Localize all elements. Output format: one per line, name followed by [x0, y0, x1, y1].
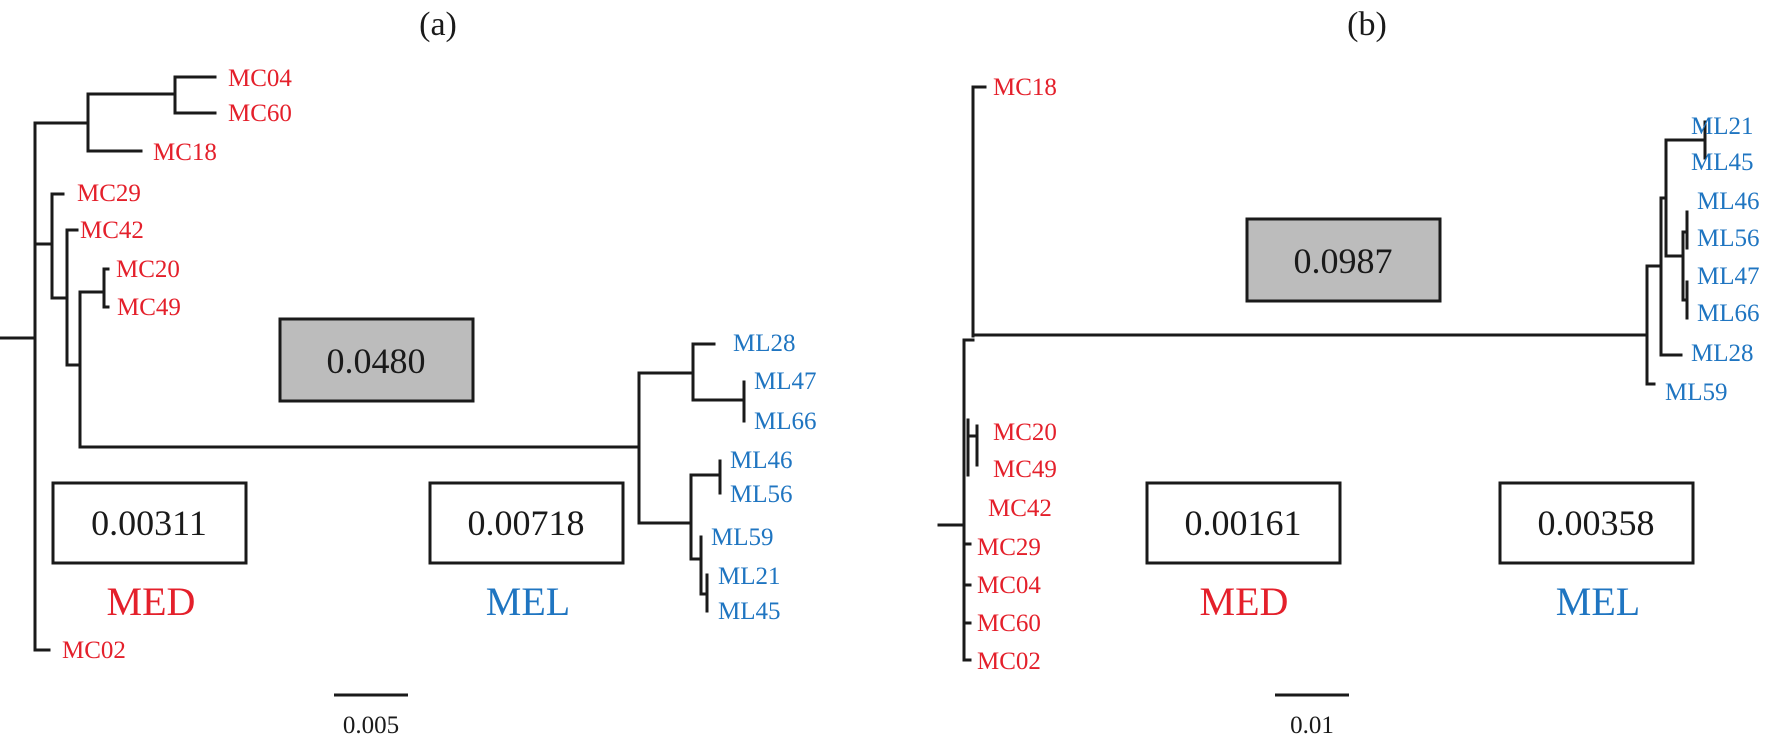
- panel-a: (a): [0, 6, 817, 739]
- tip-label: ML66: [754, 408, 817, 435]
- tip-label: MC18: [153, 139, 217, 166]
- group-label-mel: MEL: [486, 579, 570, 624]
- panel-a-mel-labels: ML28 ML47 ML66 ML46 ML56 ML59 ML21 ML45: [711, 330, 817, 625]
- distance-value: 0.00161: [1185, 503, 1302, 543]
- panel-b-mel-within-box: 0.00358: [1498, 481, 1695, 565]
- tip-label: MC42: [988, 495, 1052, 522]
- tip-label: MC02: [62, 637, 126, 664]
- tip-label: ML46: [730, 447, 793, 474]
- scale-label: 0.01: [1290, 712, 1334, 739]
- tip-label: MC49: [117, 294, 181, 321]
- group-label-mel: MEL: [1556, 579, 1640, 624]
- panel-a-med-within-box: 0.00311: [51, 481, 248, 565]
- tip-label: MC04: [977, 572, 1041, 599]
- tip-label: ML45: [718, 598, 781, 625]
- panel-b: (b): [937, 6, 1760, 739]
- panel-b-mel-labels: ML21 ML45 ML46 ML56 ML47 ML66 ML28 ML59: [1665, 113, 1760, 406]
- panel-b-between-distance-box: 0.0987: [1245, 217, 1442, 303]
- tip-label: MC60: [228, 100, 292, 127]
- group-label-med: MED: [1200, 579, 1289, 624]
- tip-label: MC02: [977, 648, 1041, 675]
- tip-label: ML28: [733, 330, 796, 357]
- distance-value: 0.00718: [468, 503, 585, 543]
- tip-label: ML66: [1697, 300, 1760, 327]
- tip-label: MC20: [993, 419, 1057, 446]
- tip-label: MC29: [977, 534, 1041, 561]
- tip-label: ML45: [1691, 149, 1754, 176]
- group-label-med: MED: [107, 579, 196, 624]
- distance-value: 0.00311: [91, 503, 207, 543]
- tip-label: MC29: [77, 180, 141, 207]
- tip-label: ML21: [718, 563, 781, 590]
- panel-b-tree: [937, 85, 1707, 662]
- tip-label: ML56: [1697, 225, 1760, 252]
- panel-a-med-labels: MC04 MC60 MC18 MC29 MC42 MC20 MC49 MC02: [62, 65, 292, 664]
- tip-label: ML28: [1691, 340, 1754, 367]
- tip-label: MC60: [977, 610, 1041, 637]
- panel-b-label: (b): [1347, 6, 1387, 43]
- panel-a-between-distance-box: 0.0480: [278, 317, 475, 403]
- panel-a-scale-bar: 0.005: [334, 693, 408, 739]
- tip-label: ML46: [1697, 188, 1760, 215]
- distance-value: 0.0987: [1294, 241, 1393, 281]
- tip-label: ML47: [1697, 263, 1760, 290]
- tip-label: MC20: [116, 256, 180, 283]
- tip-label: ML47: [754, 368, 817, 395]
- distance-value: 0.0480: [327, 341, 426, 381]
- tip-label: ML59: [711, 524, 774, 551]
- distance-value: 0.00358: [1538, 503, 1655, 543]
- scale-label: 0.005: [343, 712, 399, 739]
- tip-label: ML56: [730, 481, 793, 508]
- tip-label: MC49: [993, 456, 1057, 483]
- tip-label: MC18: [993, 74, 1057, 101]
- panel-a-tree: [0, 75, 746, 652]
- tip-label: ML21: [1691, 113, 1754, 140]
- panel-b-med-labels: MC18 MC20 MC49 MC42 MC29 MC04 MC60 MC02: [977, 74, 1057, 675]
- panel-b-med-within-box: 0.00161: [1145, 481, 1342, 565]
- panel-a-label: (a): [419, 6, 457, 43]
- panel-a-mel-within-box: 0.00718: [428, 481, 625, 565]
- panel-b-scale-bar: 0.01: [1275, 693, 1349, 739]
- tip-label: MC42: [80, 217, 144, 244]
- tip-label: MC04: [228, 65, 292, 92]
- tip-label: ML59: [1665, 379, 1728, 406]
